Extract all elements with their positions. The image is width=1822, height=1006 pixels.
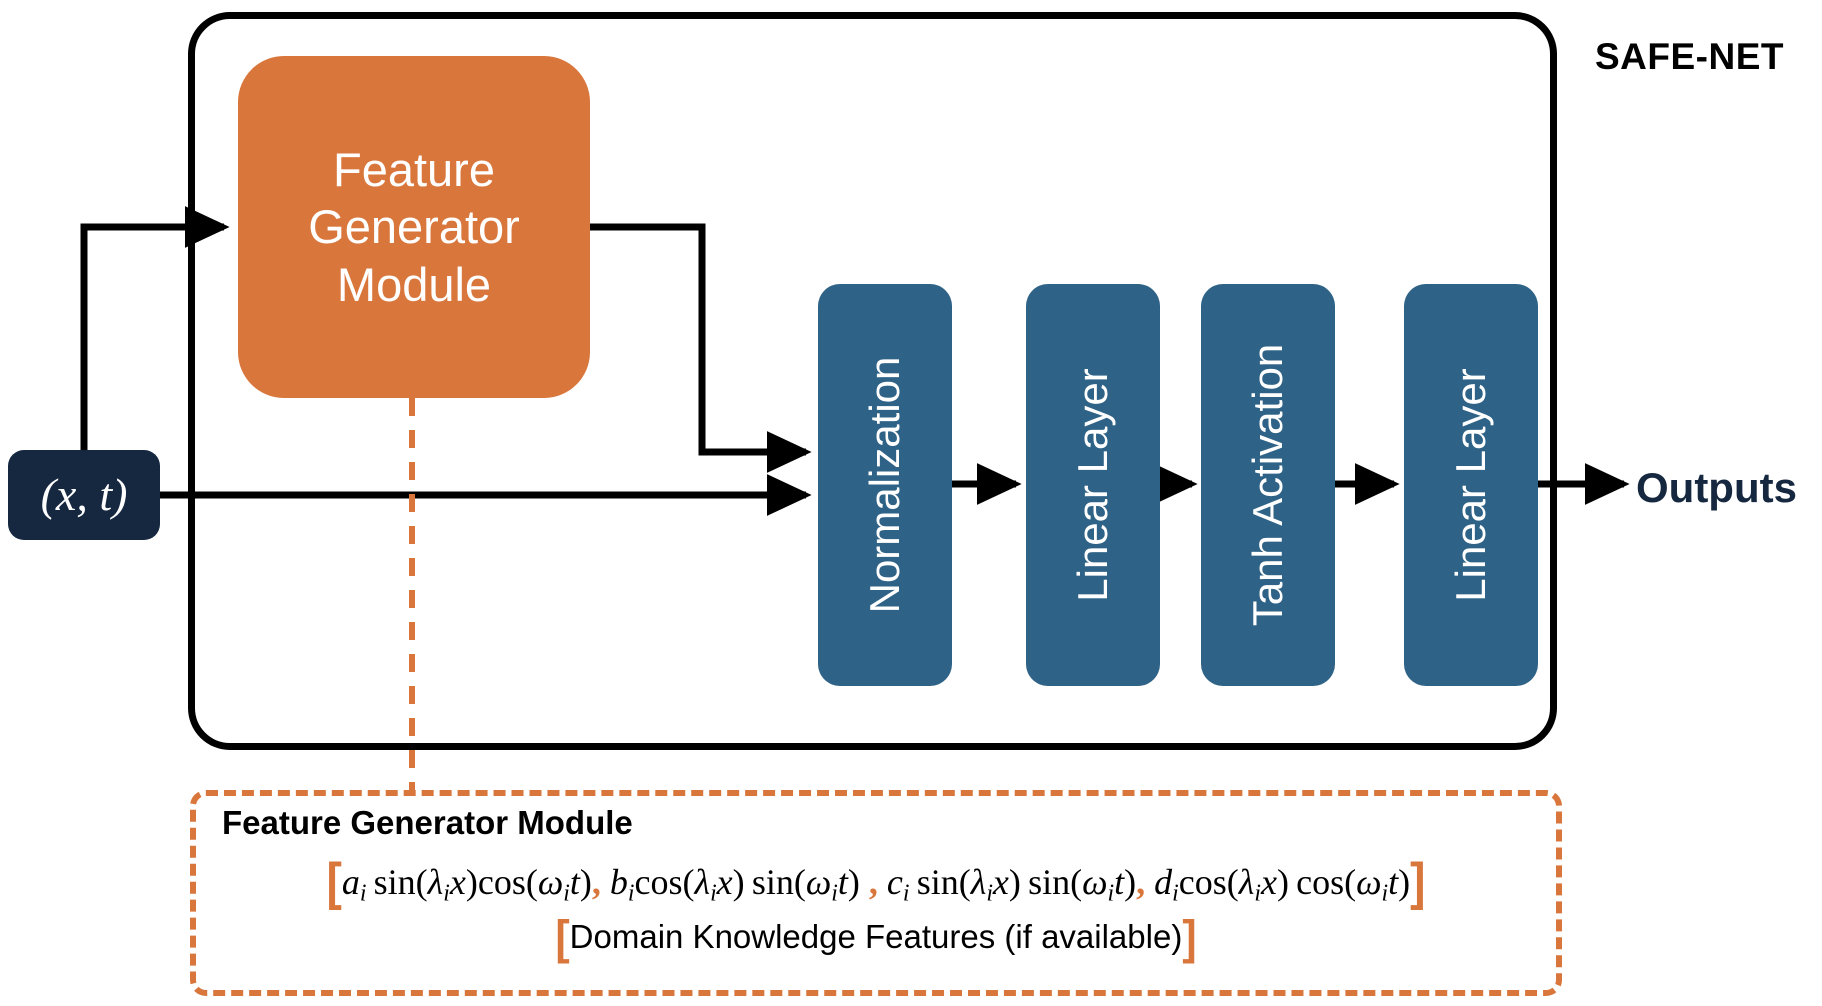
formula-term-2: bicos(λix) sin(ωit) [609,861,860,907]
formula-term-4: dicos(λix) cos(ωit) [1154,861,1411,907]
domain-knowledge-label: Domain Knowledge Features (if available) [569,918,1183,956]
input-node-label: (x, t) [40,469,128,520]
pipeline-block-normalization: Normalization [818,284,952,686]
safenet-container [188,12,1557,750]
feature-generator-module-label: Feature Generator Module [308,143,520,311]
domain-bracket-open: [ [555,911,570,965]
pipeline-block-label: Normalization [861,356,908,614]
pipeline-block-label: Tanh Activation [1244,343,1291,627]
formula-separator: , [1136,861,1146,902]
pipeline-block-linear-layer-1: Linear Layer [1026,284,1160,686]
safenet-title: SAFE-NET [1595,36,1784,77]
feature-generator-detail-panel: Feature Generator Module [ai sin(λix)cos… [190,790,1562,996]
formula-term-1: ai sin(λix)cos(ωit) [341,861,592,907]
outputs-label: Outputs [1636,464,1797,511]
input-node-xt: (x, t) [8,450,160,540]
domain-bracket-close: ] [1182,911,1197,965]
pipeline-block-label: Linear Layer [1069,368,1116,602]
formula-separator: , [868,861,878,902]
domain-knowledge-row: [Domain Knowledge Features (if available… [196,911,1556,965]
pipeline-block-label: Linear Layer [1447,368,1494,602]
feature-generator-detail-title: Feature Generator Module [222,804,633,841]
formula-bracket-open: [ [326,851,342,911]
feature-generator-module-block: Feature Generator Module [238,56,590,398]
feature-generator-formula: [ai sin(λix)cos(ωit), bicos(λix) sin(ωit… [196,851,1556,911]
pipeline-block-tanh-activation: Tanh Activation [1201,284,1335,686]
formula-term-3: ci sin(λix) sin(ωit) [886,861,1137,907]
formula-separator: , [591,861,601,902]
pipeline-block-linear-layer-2: Linear Layer [1404,284,1538,686]
formula-bracket-close: ] [1410,851,1426,911]
